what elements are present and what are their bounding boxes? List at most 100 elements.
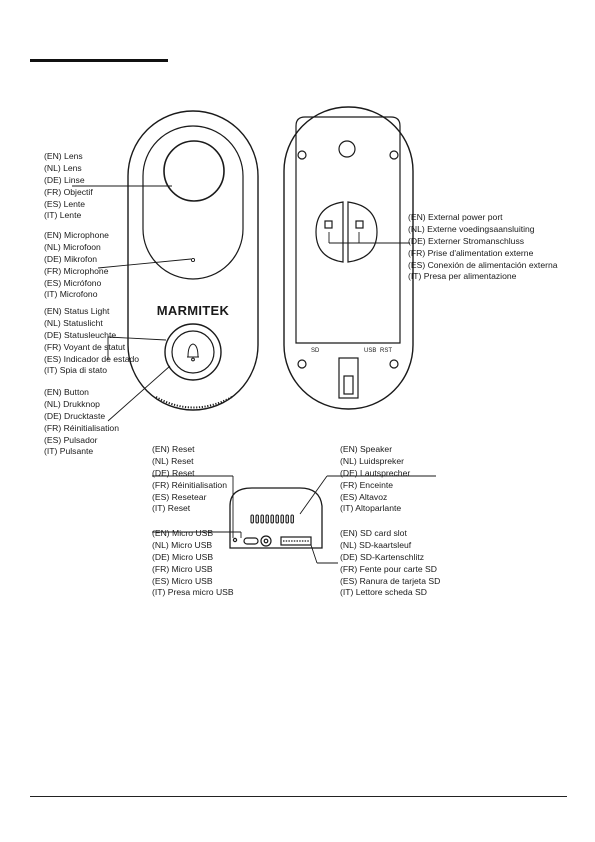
label-power-fr: (FR) Prise d'alimentation externe xyxy=(408,247,534,258)
label-group-status-light: (EN) Status Light (NL) Statuslicht (DE) … xyxy=(44,306,139,377)
label-reset-it: (IT) Reset xyxy=(152,503,191,514)
bell-icon xyxy=(187,343,199,362)
label-speaker-en: (EN) Speaker xyxy=(340,444,393,454)
screw-icon-tr xyxy=(389,150,399,160)
screw-icon-br xyxy=(389,359,399,369)
label-usb-de: (DE) Micro USB xyxy=(152,551,214,562)
back-cable-plug xyxy=(343,375,354,395)
front-outer-body xyxy=(127,110,259,411)
label-group-micro-usb: (EN) Micro USB (NL) Micro USB (DE) Micro… xyxy=(152,528,234,599)
label-lens-fr: (FR) Objectif xyxy=(44,186,93,197)
front-brand-logo: MARMITEK xyxy=(157,303,230,318)
label-usb-nl: (NL) Micro USB xyxy=(152,539,213,550)
power-connector-right xyxy=(347,201,378,263)
label-group-power-port: (EN) External power port (NL) Externe vo… xyxy=(408,212,558,283)
reset-hole-icon xyxy=(232,537,238,543)
label-microphone-fr: (FR) Microphone xyxy=(44,265,109,276)
label-sd-fr: (FR) Fente pour carte SD xyxy=(340,563,437,574)
micro-usb-port-icon xyxy=(243,537,259,545)
label-button-es: (ES) Pulsador xyxy=(44,434,98,445)
label-sd-es: (ES) Ranura de tarjeta SD xyxy=(340,575,441,586)
label-usb-it: (IT) Presa micro USB xyxy=(152,587,234,598)
screw-icon-tl xyxy=(297,150,307,160)
label-status-nl: (NL) Statuslicht xyxy=(44,317,103,328)
mount-hole-icon xyxy=(338,140,356,158)
label-status-it: (IT) Spia di stato xyxy=(44,365,108,376)
power-connector-left xyxy=(315,201,344,263)
status-light-ring xyxy=(164,323,222,381)
back-inner-plate xyxy=(295,116,401,344)
label-button-it: (IT) Pulsante xyxy=(44,446,94,457)
label-sd-nl: (NL) SD-kaartsleuf xyxy=(340,539,412,550)
label-usb-es: (ES) Micro USB xyxy=(152,575,213,586)
back-cable-outlet xyxy=(338,357,359,399)
speaker-grille-icon xyxy=(250,514,294,524)
footer-rule xyxy=(30,796,567,797)
label-speaker-nl: (NL) Luidspreker xyxy=(340,455,404,466)
back-usb-text: USB xyxy=(364,348,376,354)
label-power-it: (IT) Presa per alimentazione xyxy=(408,271,517,282)
label-power-de: (DE) Externer Stromanschluss xyxy=(408,235,525,246)
sd-slot-icon xyxy=(280,536,312,546)
label-usb-en: (EN) Micro USB xyxy=(152,528,214,538)
label-group-sd-slot: (EN) SD card slot (NL) SD-kaartsleuf (DE… xyxy=(340,528,440,599)
label-button-de: (DE) Drucktaste xyxy=(44,410,106,421)
label-status-en: (EN) Status Light xyxy=(44,306,110,316)
label-reset-es: (ES) Resetear xyxy=(152,491,207,502)
side-view xyxy=(229,487,323,549)
leader-lines xyxy=(72,185,436,564)
label-microphone-de: (DE) Mikrofon xyxy=(44,253,98,264)
label-lens-en: (EN) Lens xyxy=(44,151,83,161)
back-outer-body xyxy=(283,106,414,410)
lens-icon xyxy=(163,140,225,202)
label-microphone-it: (IT) Microfono xyxy=(44,289,98,300)
label-status-fr: (FR) Voyant de statut xyxy=(44,341,126,352)
label-speaker-de: (DE) Lautsprecher xyxy=(340,467,411,478)
label-speaker-it: (IT) Altoparlante xyxy=(340,503,402,514)
label-speaker-fr: (FR) Enceinte xyxy=(340,479,394,490)
label-power-en: (EN) External power port xyxy=(408,212,503,222)
label-lens-es: (ES) Lente xyxy=(44,198,86,209)
label-speaker-es: (ES) Altavoz xyxy=(340,491,388,502)
label-lens-de: (DE) Linse xyxy=(44,174,85,185)
back-rst-text: RST xyxy=(380,348,392,354)
label-usb-fr: (FR) Micro USB xyxy=(152,563,213,574)
header-rule xyxy=(30,59,168,62)
label-status-es: (ES) Indicador de estado xyxy=(44,353,140,364)
label-lens-it: (IT) Lente xyxy=(44,210,82,221)
doorbell-button xyxy=(171,330,215,374)
front-bottom-texture xyxy=(155,396,233,409)
label-power-es: (ES) Conexión de alimentación externa xyxy=(408,259,558,270)
label-sd-it: (IT) Lettore scheda SD xyxy=(340,587,427,598)
label-microphone-en: (EN) Microphone xyxy=(44,230,109,240)
label-group-lens: (EN) Lens (NL) Lens (DE) Linse (FR) Obje… xyxy=(44,151,93,222)
label-group-speaker: (EN) Speaker (NL) Luidspreker (DE) Lauts… xyxy=(340,444,410,515)
label-reset-en: (EN) Reset xyxy=(152,444,195,454)
power-terminal-left xyxy=(324,220,333,229)
front-view: MARMITEK xyxy=(127,110,259,411)
label-status-de: (DE) Statusleuchte xyxy=(44,329,117,340)
label-button-nl: (NL) Drukknop xyxy=(44,398,100,409)
label-group-reset: (EN) Reset (NL) Reset (DE) Reset (FR) Ré… xyxy=(152,444,227,515)
label-group-button: (EN) Button (NL) Drukknop (DE) Drucktast… xyxy=(44,387,119,458)
label-reset-fr: (FR) Réinitialisation xyxy=(152,479,227,490)
label-button-fr: (FR) Réinitialisation xyxy=(44,422,119,433)
side-screw-icon xyxy=(260,535,272,547)
front-inner-panel xyxy=(142,125,244,280)
back-view: SD USB RST xyxy=(283,106,414,410)
side-body xyxy=(229,487,323,549)
screw-icon-bl xyxy=(297,359,307,369)
label-group-microphone: (EN) Microphone (NL) Microfoon (DE) Mikr… xyxy=(44,230,109,301)
label-microphone-nl: (NL) Microfoon xyxy=(44,241,101,252)
power-terminal-right xyxy=(355,220,364,229)
label-lens-nl: (NL) Lens xyxy=(44,162,82,173)
label-reset-nl: (NL) Reset xyxy=(152,455,194,466)
back-sd-text: SD xyxy=(311,348,320,354)
label-microphone-es: (ES) Micrófono xyxy=(44,277,102,288)
microphone-hole-icon xyxy=(190,257,196,263)
side-screw-center xyxy=(263,538,269,544)
label-sd-de: (DE) SD-Kartenschlitz xyxy=(340,551,425,562)
label-sd-en: (EN) SD card slot xyxy=(340,528,407,538)
label-reset-de: (DE) Reset xyxy=(152,467,195,478)
